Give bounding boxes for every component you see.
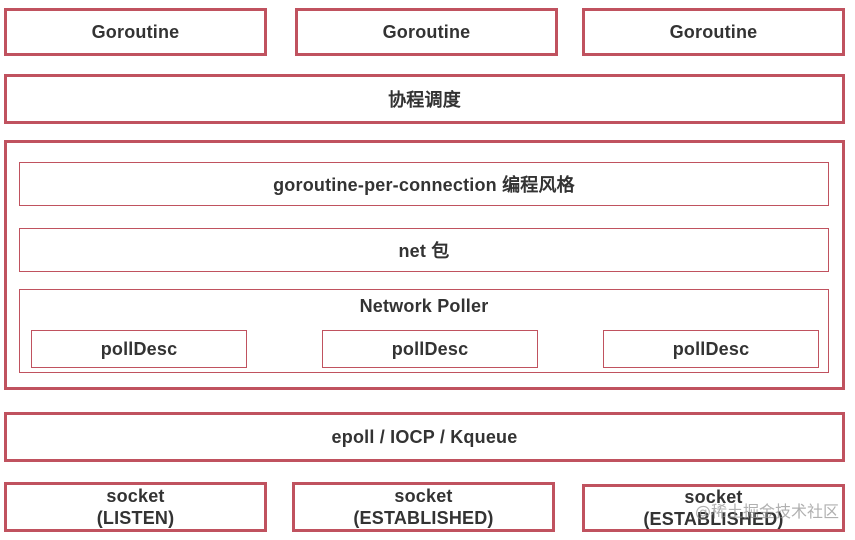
net-package-box: net 包 bbox=[19, 228, 829, 272]
goroutine-label: Goroutine bbox=[91, 21, 180, 42]
socket-name: socket bbox=[106, 486, 165, 506]
socket-state: (LISTEN) bbox=[96, 508, 175, 528]
goroutine-label: Goroutine bbox=[382, 21, 471, 42]
goroutine-box-2: Goroutine bbox=[295, 8, 558, 56]
network-poller-title: Network Poller bbox=[359, 296, 489, 316]
socket-box-1: socket (LISTEN) bbox=[4, 482, 267, 532]
socket-box-2: socket (ESTABLISHED) bbox=[292, 482, 555, 532]
watermark-text: @稀土掘金技术社区 bbox=[694, 502, 839, 521]
epoll-box: epoll / IOCP / Kqueue bbox=[4, 412, 845, 462]
polldesc-box-2: pollDesc bbox=[322, 330, 538, 368]
goroutine-box-3: Goroutine bbox=[582, 8, 845, 56]
epoll-label: epoll / IOCP / Kqueue bbox=[331, 426, 518, 447]
socket-name: socket bbox=[684, 487, 743, 507]
polldesc-label: pollDesc bbox=[391, 338, 469, 359]
socket-state: (ESTABLISHED) bbox=[353, 508, 494, 528]
socket-box-3: socket (ESTABLISHED) bbox=[582, 484, 845, 532]
scheduler-box: 协程调度 bbox=[4, 74, 845, 124]
socket-name: socket bbox=[394, 486, 453, 506]
style-label: goroutine-per-connection 编程风格 bbox=[273, 175, 575, 195]
goroutine-box-1: Goroutine bbox=[4, 8, 267, 56]
style-box: goroutine-per-connection 编程风格 bbox=[19, 162, 829, 206]
goroutine-label: Goroutine bbox=[669, 21, 758, 42]
net-package-label: net 包 bbox=[398, 241, 450, 261]
polldesc-box-3: pollDesc bbox=[603, 330, 819, 368]
polldesc-label: pollDesc bbox=[100, 338, 178, 359]
socket-state: (ESTABLISHED) bbox=[643, 509, 784, 529]
polldesc-label: pollDesc bbox=[672, 338, 750, 359]
scheduler-label: 协程调度 bbox=[388, 90, 461, 110]
polldesc-box-1: pollDesc bbox=[31, 330, 247, 368]
